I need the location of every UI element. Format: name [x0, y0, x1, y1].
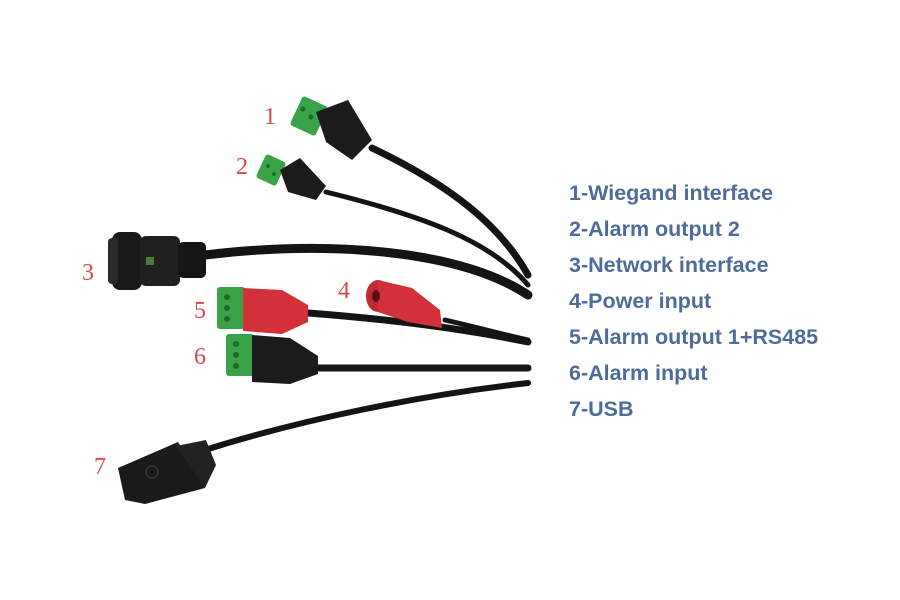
connector-6-alarm-input	[226, 334, 318, 384]
callout-number-2: 2	[236, 154, 248, 180]
callout-number-3: 3	[82, 260, 94, 286]
callout-number-1: 1	[264, 104, 276, 130]
legend-item-7: 7-USB	[569, 397, 634, 421]
cable-2	[323, 189, 531, 288]
callout-number-5: 5	[194, 298, 206, 324]
legend-item-5: 5-Alarm output 1+RS485	[569, 325, 819, 349]
legend-item-2: 2-Alarm output 2	[569, 217, 740, 241]
connector-1-wiegand	[290, 96, 372, 160]
cable-3	[200, 244, 533, 300]
legend-item-1: 1-Wiegand interface	[569, 181, 774, 205]
connector-4-power	[366, 280, 442, 328]
connector-2-alarm-out-2	[256, 154, 326, 200]
cable-1	[368, 144, 532, 279]
connector-7-usb	[118, 440, 216, 504]
cable-7	[202, 380, 531, 453]
legend-item-3: 3-Network interface	[569, 253, 769, 277]
callout-numbers: 1 2 3 4 5 6 7	[82, 104, 350, 480]
callout-number-4: 4	[338, 278, 350, 304]
legend: 1-Wiegand interface 2-Alarm output 2 3-N…	[569, 177, 818, 429]
connector-3-network	[108, 232, 206, 290]
callout-number-7: 7	[94, 454, 106, 480]
legend-item-6: 6-Alarm input	[569, 361, 708, 385]
callout-number-6: 6	[194, 344, 206, 370]
connector-5-alarm-out-1-rs485	[217, 287, 308, 334]
legend-item-4: 4-Power input	[569, 289, 712, 313]
